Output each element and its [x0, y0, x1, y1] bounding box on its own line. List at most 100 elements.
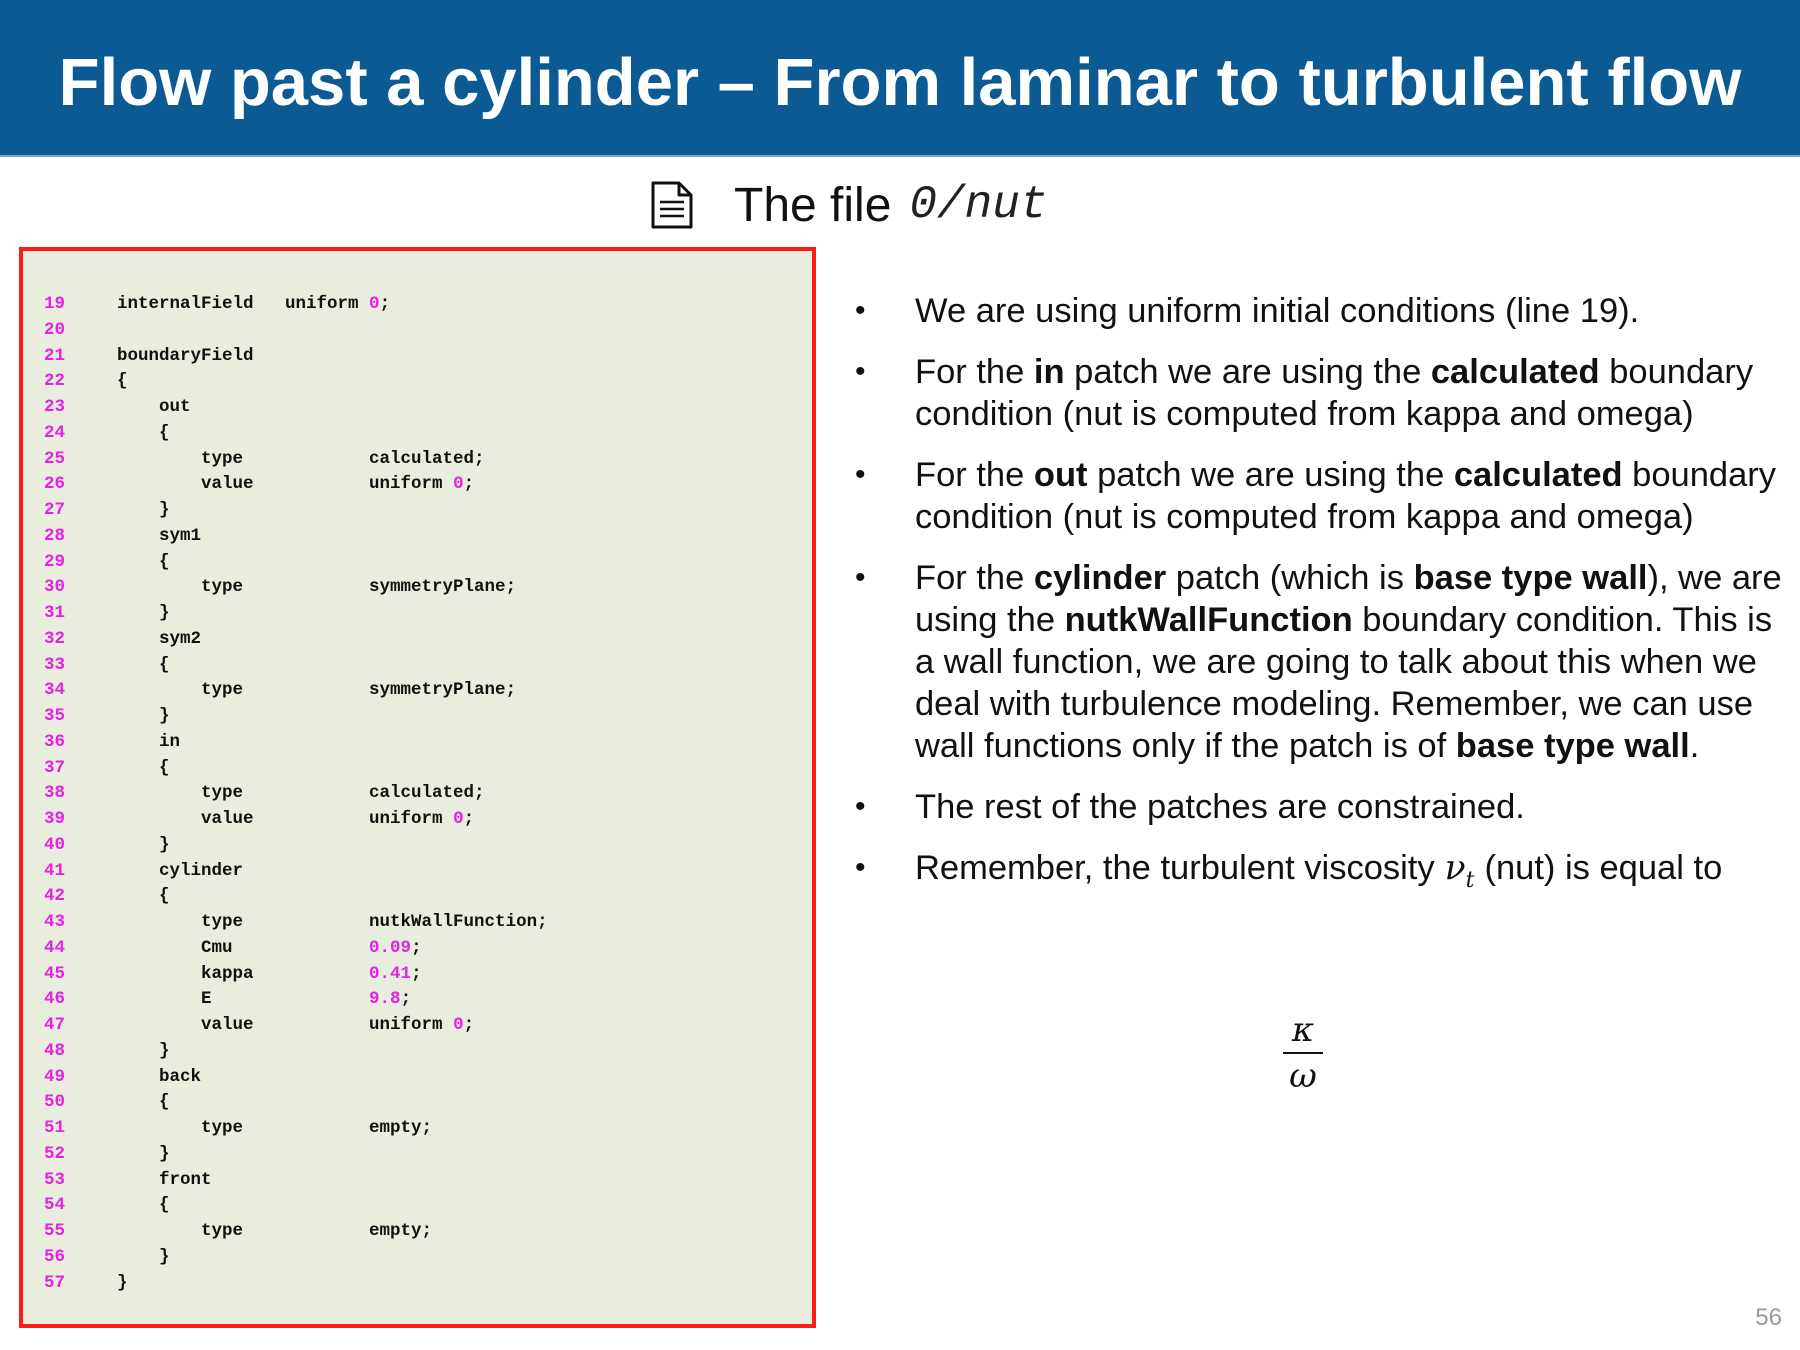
line-number: 31 [44, 603, 66, 623]
bullet-item: We are using uniform initial conditions … [855, 290, 1785, 332]
code-text: type empty; [117, 1118, 433, 1138]
line-number: 41 [44, 860, 66, 881]
code-text: { [117, 654, 170, 675]
code-text: { [117, 422, 170, 443]
code-line: 36 in [23, 730, 812, 756]
line-number: 46 [44, 989, 66, 1010]
code-text: boundaryField [117, 345, 254, 366]
code-text: type calculated; [117, 783, 485, 804]
numeric-value: 0 [453, 474, 464, 495]
code-text: type empty; [117, 1221, 433, 1241]
bullet-item: For the cylinder patch (which is base ty… [855, 557, 1785, 767]
code-line: 57} [23, 1271, 812, 1297]
page-number: 56 [1755, 1304, 1782, 1331]
numeric-value: 9.8 [369, 989, 401, 1010]
code-text: sym2 [117, 628, 202, 649]
code-text: } [117, 500, 170, 520]
code-line: 41 cylinder [23, 859, 812, 885]
code-text: { [117, 371, 128, 392]
code-text: value uniform 0; [117, 809, 475, 829]
line-number: 54 [44, 1195, 66, 1216]
code-line: 23 out [23, 395, 812, 421]
slide-title: Flow past a cylinder – From laminar to t… [58, 45, 1742, 120]
code-line: 56 } [23, 1245, 812, 1271]
line-number: 23 [44, 397, 66, 417]
bullet-item: Remember, the turbulent viscosityνt(nut)… [855, 847, 1785, 902]
line-number: 38 [44, 783, 66, 804]
code-line: 30 type symmetryPlane; [23, 575, 812, 601]
code-line: 47 value uniform 0; [23, 1013, 812, 1039]
formula-numerator: κ [1291, 1010, 1315, 1050]
code-text: out [117, 397, 191, 417]
code-text: } [117, 1040, 170, 1061]
line-number: 29 [44, 551, 66, 572]
code-text: type nutkWallFunction; [117, 912, 548, 932]
line-number: 25 [44, 448, 66, 469]
line-number: 42 [44, 886, 66, 907]
code-text: back [117, 1066, 202, 1087]
bullet-item: For the in patch we are using the calcul… [855, 351, 1785, 435]
slide-header: Flow past a cylinder – From laminar to t… [0, 0, 1800, 157]
code-text: value uniform 0; [117, 1015, 475, 1035]
code-text: } [117, 706, 170, 726]
line-number: 40 [44, 834, 66, 855]
code-text: { [117, 757, 170, 778]
line-number: 32 [44, 628, 66, 649]
numeric-value: 0 [369, 294, 380, 314]
file-heading-label: The file [734, 178, 892, 232]
document-icon [651, 181, 693, 229]
numeric-value: 0.09 [369, 937, 412, 958]
line-number: 37 [44, 757, 66, 778]
code-line: 44 Cmu 0.09; [23, 936, 812, 962]
line-number: 27 [44, 500, 66, 520]
numeric-value: 0 [453, 1015, 464, 1035]
code-line: 32 sym2 [23, 627, 812, 653]
line-number: 28 [44, 525, 66, 546]
code-line: 43 type nutkWallFunction; [23, 910, 812, 936]
line-number: 43 [44, 912, 66, 932]
line-number: 44 [44, 937, 66, 958]
line-number: 22 [44, 371, 66, 392]
code-line: 26 value uniform 0; [23, 472, 812, 498]
code-line: 33 { [23, 653, 812, 679]
file-path: 0/nut [909, 179, 1048, 231]
code-line: 37 { [23, 756, 812, 782]
code-text: } [117, 1272, 128, 1293]
bullet-item: For the out patch we are using the calcu… [855, 454, 1785, 538]
line-number: 55 [44, 1221, 66, 1241]
line-number: 47 [44, 1015, 66, 1035]
fraction-bar [1283, 1052, 1323, 1054]
code-line: 27 } [23, 498, 812, 524]
code-line: 40 } [23, 833, 812, 859]
code-line: 38 type calculated; [23, 781, 812, 807]
line-number: 21 [44, 345, 66, 366]
code-line: 34 type symmetryPlane; [23, 678, 812, 704]
code-line: 31 } [23, 601, 812, 627]
kappa-over-omega-formula: κ ω [1283, 1010, 1323, 1096]
code-line: 39 value uniform 0; [23, 807, 812, 833]
code-text: } [117, 1246, 170, 1267]
code-line: 42 { [23, 884, 812, 910]
line-number: 50 [44, 1092, 66, 1113]
code-line: 28 sym1 [23, 524, 812, 550]
code-line: 35 } [23, 704, 812, 730]
code-line: 29 { [23, 550, 812, 576]
line-number: 52 [44, 1143, 66, 1164]
line-number: 20 [44, 319, 66, 340]
code-text: } [117, 834, 170, 855]
code-line: 48 } [23, 1039, 812, 1065]
code-text: { [117, 886, 170, 907]
code-line: 45 kappa 0.41; [23, 962, 812, 988]
numeric-value: 0 [453, 809, 464, 829]
line-number: 35 [44, 706, 66, 726]
code-line: 52 } [23, 1142, 812, 1168]
line-number: 26 [44, 474, 66, 495]
code-text: } [117, 603, 170, 623]
code-line: 24 { [23, 421, 812, 447]
code-line: 20 [23, 318, 812, 344]
code-text: value uniform 0; [117, 474, 475, 495]
line-number: 53 [44, 1169, 66, 1190]
formula-denominator: ω [1289, 1056, 1317, 1096]
line-number: 49 [44, 1066, 66, 1087]
